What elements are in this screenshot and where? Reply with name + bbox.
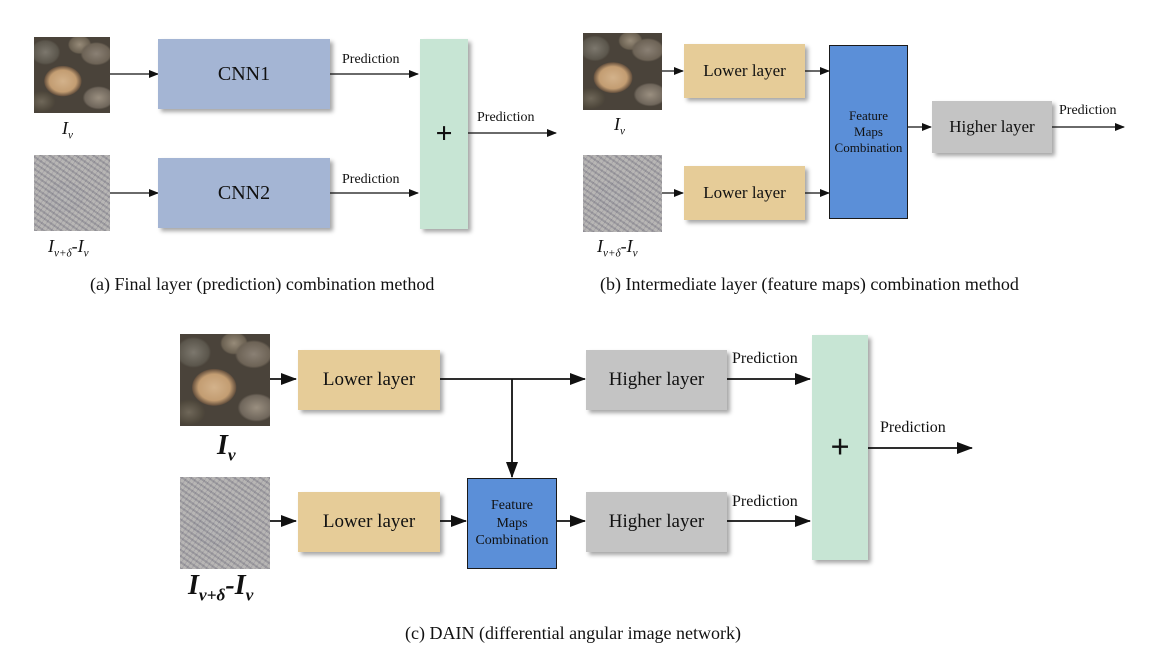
prediction-label-c2: Prediction [732, 493, 798, 510]
label-iv-diff: Iv+δ-Iv [48, 236, 89, 260]
lower-layer-c2: Lower layer [298, 492, 440, 552]
lower-layer-b1: Lower layer [684, 44, 805, 98]
caption-c: (c) DAIN (differential angular image net… [405, 623, 742, 643]
prediction-output-c: Prediction [880, 419, 946, 436]
label-iv-c: Iv [217, 430, 236, 465]
caption-b: (b) Intermediate layer (feature maps) co… [600, 274, 1019, 294]
prediction-label-a2: Prediction [342, 172, 400, 187]
prediction-label-a1: Prediction [342, 52, 400, 67]
sum-box-a: + [420, 39, 468, 229]
input-image-diff-c [180, 477, 270, 569]
label-iv-diff-c: Iv+δ-Iv [188, 570, 254, 605]
cnn2-box: CNN2 [158, 158, 330, 228]
higher-layer-c1: Higher layer [586, 350, 727, 410]
input-image-diff [34, 155, 110, 231]
lower-layer-b2: Lower layer [684, 166, 805, 220]
higher-layer-b: Higher layer [932, 101, 1052, 153]
label-iv-b: Iv [614, 114, 625, 138]
caption-a: (a) Final layer (prediction) combination… [90, 274, 435, 294]
cnn1-box: CNN1 [158, 39, 330, 109]
input-image-iv-b [583, 33, 662, 110]
input-image-iv [34, 37, 110, 113]
prediction-output-a: Prediction [477, 110, 535, 125]
prediction-output-b: Prediction [1059, 103, 1117, 118]
sum-box-c: + [812, 335, 868, 560]
input-image-diff-b [583, 155, 662, 232]
prediction-label-c1: Prediction [732, 350, 798, 367]
lower-layer-c1: Lower layer [298, 350, 440, 410]
label-iv: Iv [62, 118, 73, 142]
label-iv-diff-b: Iv+δ-Iv [597, 236, 638, 260]
input-image-iv-c [180, 334, 270, 426]
higher-layer-c2: Higher layer [586, 492, 727, 552]
